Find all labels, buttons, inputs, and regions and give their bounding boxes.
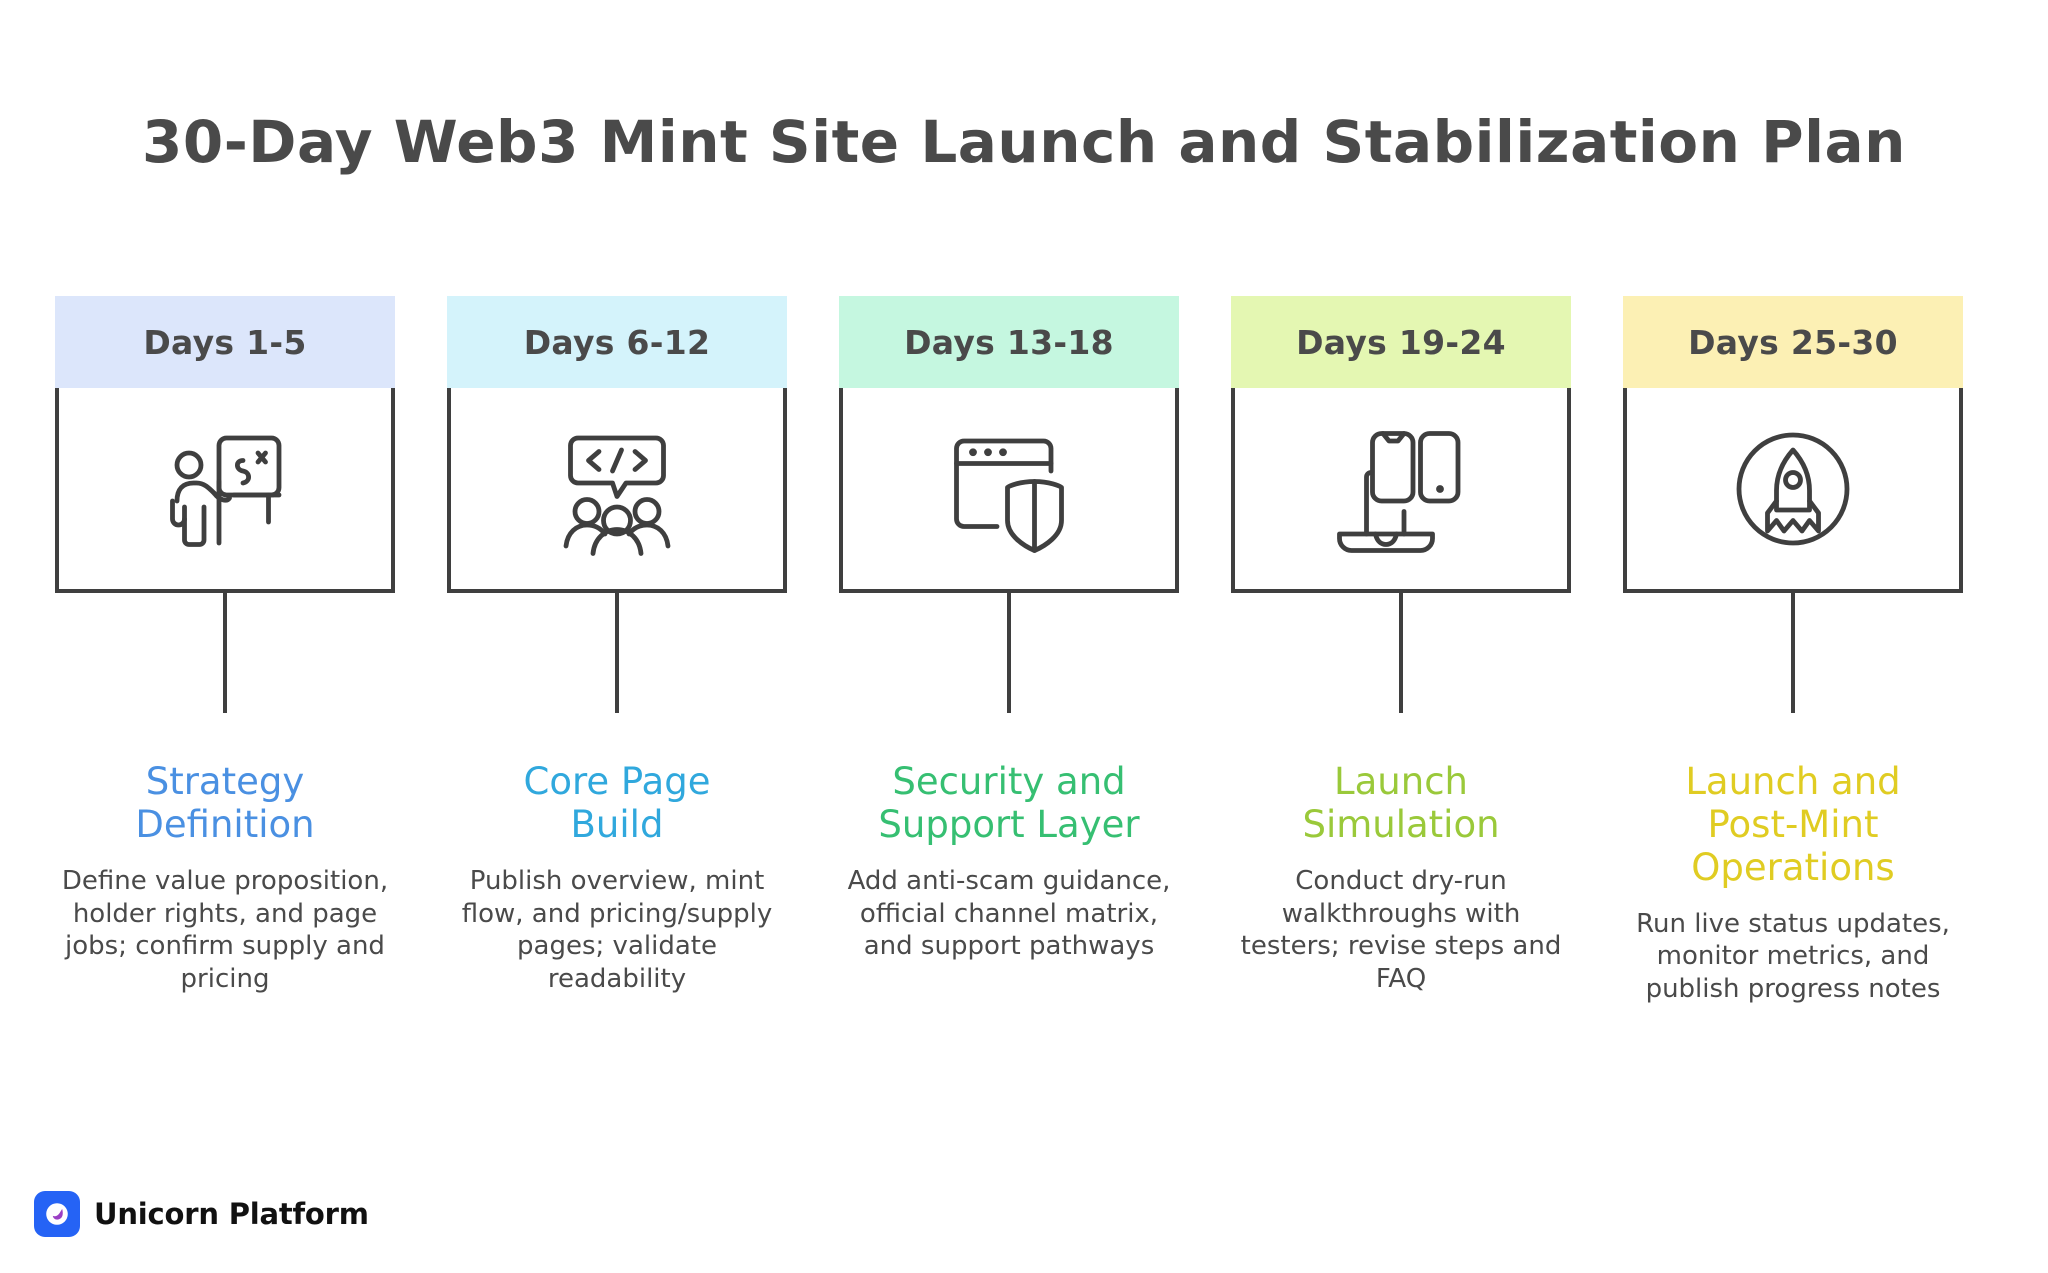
phase-icon-frame bbox=[839, 388, 1179, 593]
phase-icon-frame bbox=[55, 388, 395, 593]
presenter-whiteboard-icon bbox=[150, 414, 300, 564]
phase-icon-frame bbox=[1231, 388, 1571, 593]
footer-branding: Unicorn Platform bbox=[34, 1191, 369, 1237]
phase-description: Define value proposition, holder rights,… bbox=[61, 865, 389, 995]
page-title: 30-Day Web3 Mint Site Launch and Stabili… bbox=[142, 108, 1906, 176]
phase-icon-frame bbox=[1623, 388, 1963, 593]
phase-connector bbox=[223, 593, 227, 713]
phase-columns: Days 1-5 bbox=[55, 296, 1993, 1006]
browser-shield-icon bbox=[934, 414, 1084, 564]
unicorn-droplet-logo-icon bbox=[34, 1191, 80, 1237]
phase-connector bbox=[615, 593, 619, 713]
footer-brand-name: Unicorn Platform bbox=[94, 1197, 369, 1231]
phase-period-chip: Days 25-30 bbox=[1623, 296, 1963, 388]
phase-connector bbox=[1007, 593, 1011, 713]
phase-description: Add anti-scam guidance, official channel… bbox=[847, 865, 1171, 962]
phase-period-chip: Days 1-5 bbox=[55, 296, 395, 388]
phase-connector bbox=[1399, 593, 1403, 713]
phase-icon-frame bbox=[447, 388, 787, 593]
phase-period-chip: Days 19-24 bbox=[1231, 296, 1571, 388]
phase-column: Days 1-5 bbox=[55, 296, 395, 996]
phase-connector bbox=[1791, 593, 1795, 713]
phase-description: Conduct dry-run walkthroughs with tester… bbox=[1240, 865, 1562, 995]
rocket-circle-icon bbox=[1718, 414, 1868, 564]
phase-description: Publish overview, mint flow, and pricing… bbox=[461, 865, 773, 995]
phase-column: Days 6-12 bbox=[447, 296, 787, 996]
phase-period-chip: Days 6-12 bbox=[447, 296, 787, 388]
devices-dock-icon bbox=[1326, 414, 1476, 564]
code-bubble-team-icon bbox=[542, 414, 692, 564]
phase-description: Run live status updates, monitor metrics… bbox=[1636, 908, 1950, 1005]
phase-period-chip: Days 13-18 bbox=[839, 296, 1179, 388]
